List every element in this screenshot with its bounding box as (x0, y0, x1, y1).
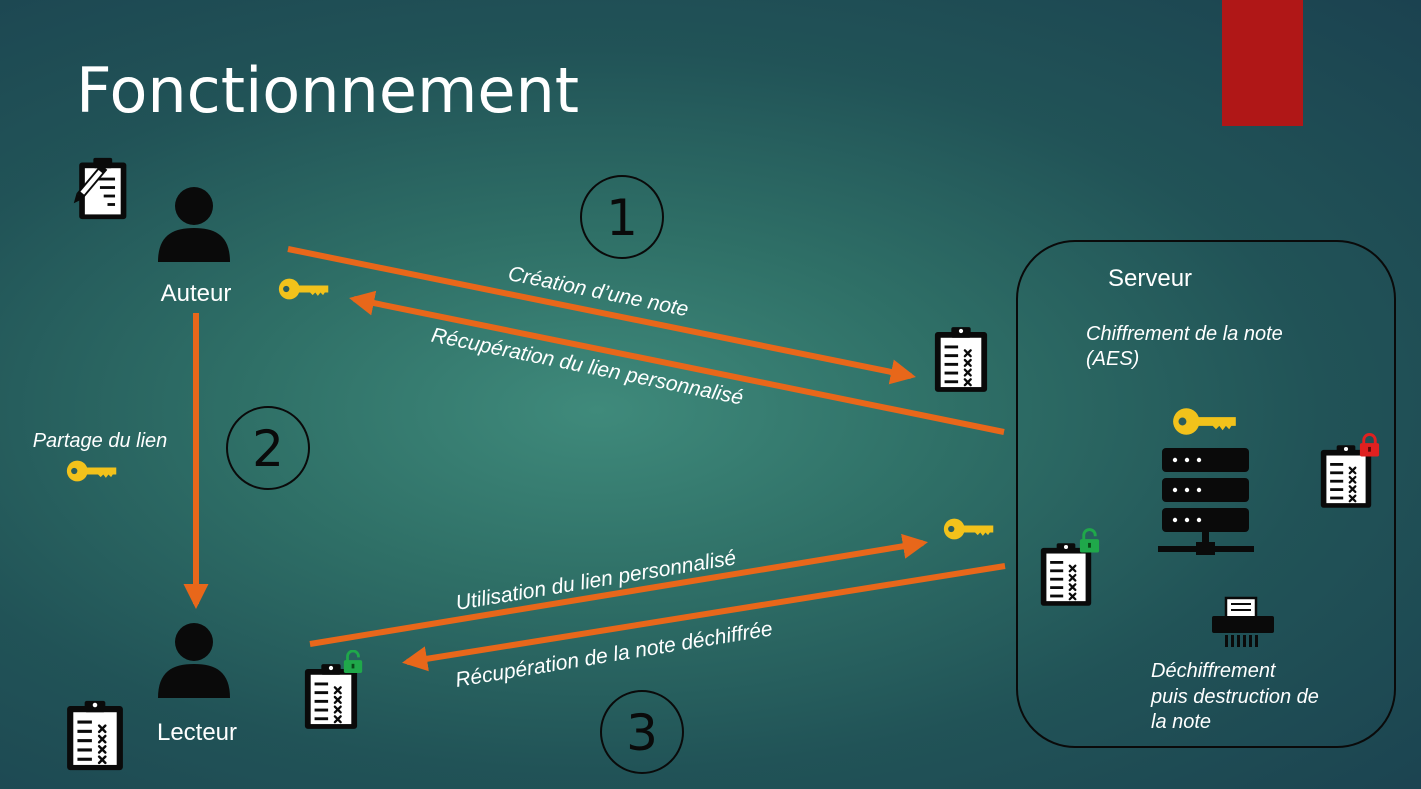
step-3-number: 3 (626, 704, 658, 762)
key-icon (943, 518, 994, 540)
step-1-number: 1 (606, 189, 638, 247)
arrow-use-link (309, 533, 928, 647)
arrow-retrieve-link (349, 290, 1005, 435)
clipboard-list-icon (1039, 542, 1093, 607)
user-icon (158, 187, 230, 262)
slide-title: Fonctionnement (76, 54, 579, 127)
unlock-icon (1078, 528, 1101, 554)
clipboard-list-icon (65, 699, 125, 772)
key-icon (66, 460, 117, 482)
unlock-icon (342, 650, 364, 674)
step-3-circle (600, 690, 684, 774)
shredder-icon (1212, 596, 1274, 647)
clipboard-list-icon (933, 326, 989, 394)
server-box (1016, 240, 1396, 748)
step-2-circle (226, 406, 310, 490)
arrow-retrieve-note (402, 563, 1006, 672)
step-2-number: 2 (252, 420, 284, 478)
reader-label: Lecteur (157, 719, 237, 746)
step-1-circle (580, 175, 664, 259)
accent-block (1222, 0, 1303, 126)
key-icon (1173, 408, 1236, 435)
clipboard-list-icon (303, 662, 359, 731)
user-icon (158, 623, 230, 698)
arrow-create-note (287, 246, 916, 385)
server-label: Serveur (1108, 265, 1192, 292)
lock-icon (1358, 432, 1381, 458)
decrypt-text-line1: Déchiffrement (1151, 660, 1277, 682)
key-icon (278, 278, 329, 300)
label-share-link: Partage du lien (33, 430, 168, 452)
server-icon (1158, 448, 1254, 555)
author-label: Auteur (161, 280, 232, 307)
clipboard-pencil-icon (70, 157, 127, 220)
decrypt-text-line2: puis destruction de (1150, 686, 1319, 708)
encrypt-text-line2: (AES) (1086, 348, 1139, 370)
decrypt-text-line3: la note (1151, 711, 1211, 733)
encrypt-text-line1: Chiffrement de la note (1086, 323, 1283, 345)
